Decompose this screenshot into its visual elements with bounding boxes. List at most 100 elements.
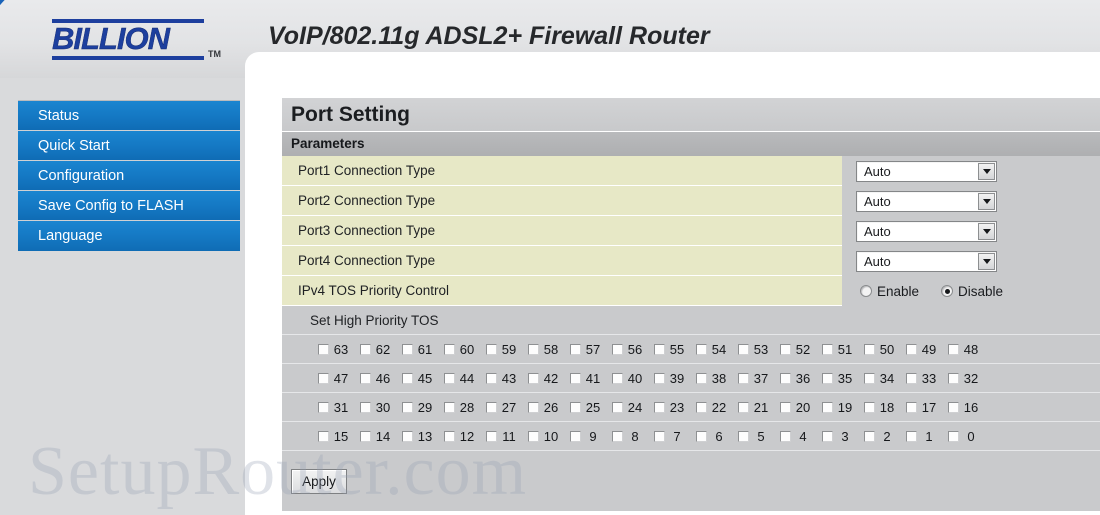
tos-checkbox-cell[interactable]: 9 [570, 429, 612, 444]
tos-checkbox-cell[interactable]: 55 [654, 342, 696, 357]
checkbox-icon[interactable] [822, 430, 833, 442]
tos-checkbox-cell[interactable]: 28 [444, 400, 486, 415]
tos-checkbox-cell[interactable]: 27 [486, 400, 528, 415]
tos-checkbox-cell[interactable]: 46 [360, 371, 402, 386]
checkbox-icon[interactable] [864, 343, 875, 355]
tos-checkbox-cell[interactable]: 3 [822, 429, 864, 444]
tos-checkbox-cell[interactable]: 54 [696, 342, 738, 357]
radio-option-enable[interactable]: Enable [860, 284, 919, 299]
checkbox-icon[interactable] [822, 372, 833, 384]
tos-checkbox-cell[interactable]: 19 [822, 400, 864, 415]
checkbox-icon[interactable] [738, 401, 749, 413]
tos-checkbox-cell[interactable]: 24 [612, 400, 654, 415]
tos-checkbox-cell[interactable]: 34 [864, 371, 906, 386]
checkbox-icon[interactable] [948, 343, 959, 355]
checkbox-icon[interactable] [444, 430, 455, 442]
tos-checkbox-cell[interactable]: 57 [570, 342, 612, 357]
checkbox-icon[interactable] [402, 343, 413, 355]
checkbox-icon[interactable] [738, 343, 749, 355]
checkbox-icon[interactable] [570, 343, 581, 355]
tos-checkbox-cell[interactable]: 12 [444, 429, 486, 444]
checkbox-icon[interactable] [360, 343, 371, 355]
checkbox-icon[interactable] [864, 401, 875, 413]
tos-checkbox-cell[interactable]: 49 [906, 342, 948, 357]
checkbox-icon[interactable] [696, 430, 707, 442]
tos-checkbox-cell[interactable]: 29 [402, 400, 444, 415]
checkbox-icon[interactable] [402, 401, 413, 413]
sidebar-item-save-config-to-flash[interactable]: Save Config to FLASH [18, 191, 240, 221]
tos-checkbox-cell[interactable]: 45 [402, 371, 444, 386]
tos-checkbox-cell[interactable]: 21 [738, 400, 780, 415]
chevron-down-icon[interactable] [978, 162, 995, 180]
checkbox-icon[interactable] [822, 343, 833, 355]
tos-checkbox-cell[interactable]: 2 [864, 429, 906, 444]
checkbox-icon[interactable] [528, 401, 539, 413]
checkbox-icon[interactable] [906, 372, 917, 384]
checkbox-icon[interactable] [444, 372, 455, 384]
checkbox-icon[interactable] [822, 401, 833, 413]
checkbox-icon[interactable] [528, 343, 539, 355]
tos-checkbox-cell[interactable]: 7 [654, 429, 696, 444]
checkbox-icon[interactable] [780, 343, 791, 355]
checkbox-icon[interactable] [780, 401, 791, 413]
checkbox-icon[interactable] [654, 401, 665, 413]
checkbox-icon[interactable] [948, 372, 959, 384]
tos-checkbox-cell[interactable]: 20 [780, 400, 822, 415]
tos-checkbox-cell[interactable]: 31 [318, 400, 360, 415]
radio-option-disable[interactable]: Disable [941, 284, 1003, 299]
tos-checkbox-cell[interactable]: 33 [906, 371, 948, 386]
checkbox-icon[interactable] [906, 430, 917, 442]
chevron-down-icon[interactable] [978, 192, 995, 210]
sidebar-item-language[interactable]: Language [18, 221, 240, 251]
tos-checkbox-cell[interactable]: 39 [654, 371, 696, 386]
sidebar-item-configuration[interactable]: Configuration [18, 161, 240, 191]
port4-connection-type-select[interactable]: Auto [856, 250, 997, 272]
tos-checkbox-cell[interactable]: 37 [738, 371, 780, 386]
tos-checkbox-cell[interactable]: 1 [906, 429, 948, 444]
checkbox-icon[interactable] [780, 430, 791, 442]
tos-checkbox-cell[interactable]: 14 [360, 429, 402, 444]
checkbox-icon[interactable] [360, 372, 371, 384]
checkbox-icon[interactable] [570, 372, 581, 384]
checkbox-icon[interactable] [318, 372, 329, 384]
tos-checkbox-cell[interactable]: 62 [360, 342, 402, 357]
checkbox-icon[interactable] [528, 372, 539, 384]
tos-checkbox-cell[interactable]: 23 [654, 400, 696, 415]
checkbox-icon[interactable] [654, 343, 665, 355]
checkbox-icon[interactable] [444, 343, 455, 355]
checkbox-icon[interactable] [402, 430, 413, 442]
tos-checkbox-cell[interactable]: 15 [318, 429, 360, 444]
tos-checkbox-cell[interactable]: 48 [948, 342, 990, 357]
chevron-down-icon[interactable] [978, 222, 995, 240]
checkbox-icon[interactable] [738, 372, 749, 384]
tos-checkbox-cell[interactable]: 10 [528, 429, 570, 444]
port1-connection-type-select[interactable]: Auto [856, 160, 997, 182]
checkbox-icon[interactable] [486, 401, 497, 413]
checkbox-icon[interactable] [948, 401, 959, 413]
tos-checkbox-cell[interactable]: 25 [570, 400, 612, 415]
checkbox-icon[interactable] [654, 372, 665, 384]
checkbox-icon[interactable] [612, 401, 623, 413]
chevron-down-icon[interactable] [978, 252, 995, 270]
tos-checkbox-cell[interactable]: 50 [864, 342, 906, 357]
tos-checkbox-cell[interactable]: 17 [906, 400, 948, 415]
tos-checkbox-cell[interactable]: 56 [612, 342, 654, 357]
tos-checkbox-cell[interactable]: 41 [570, 371, 612, 386]
tos-checkbox-cell[interactable]: 18 [864, 400, 906, 415]
tos-checkbox-cell[interactable]: 30 [360, 400, 402, 415]
checkbox-icon[interactable] [906, 401, 917, 413]
checkbox-icon[interactable] [486, 343, 497, 355]
checkbox-icon[interactable] [696, 401, 707, 413]
tos-checkbox-cell[interactable]: 8 [612, 429, 654, 444]
tos-checkbox-cell[interactable]: 11 [486, 429, 528, 444]
checkbox-icon[interactable] [318, 343, 329, 355]
checkbox-icon[interactable] [948, 430, 959, 442]
checkbox-icon[interactable] [360, 430, 371, 442]
tos-checkbox-cell[interactable]: 42 [528, 371, 570, 386]
tos-checkbox-cell[interactable]: 40 [612, 371, 654, 386]
apply-button[interactable]: Apply [291, 468, 347, 494]
port3-connection-type-select[interactable]: Auto [856, 220, 997, 242]
tos-checkbox-cell[interactable]: 6 [696, 429, 738, 444]
tos-checkbox-cell[interactable]: 16 [948, 400, 990, 415]
checkbox-icon[interactable] [360, 401, 371, 413]
